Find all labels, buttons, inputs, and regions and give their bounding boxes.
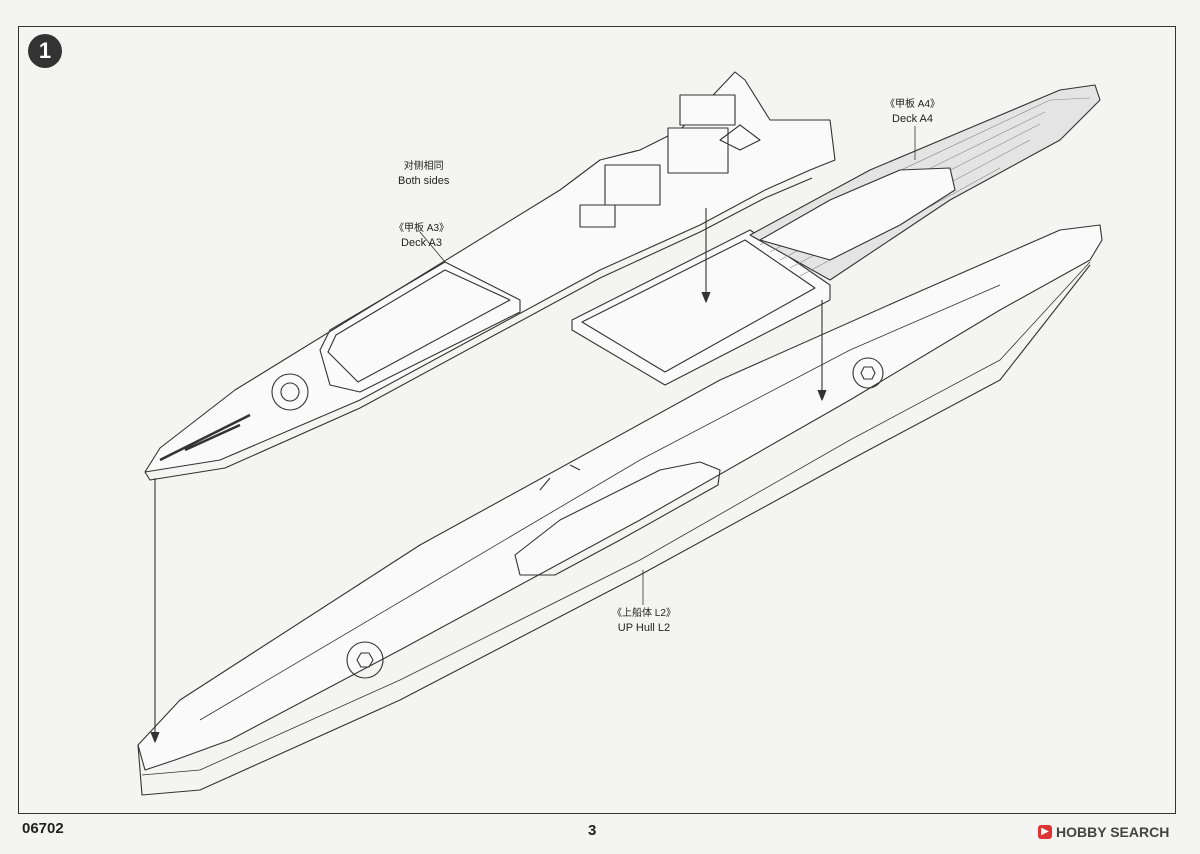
- step-number-badge: 1: [28, 34, 62, 68]
- page-frame: [18, 26, 1176, 814]
- product-code: 06702: [22, 820, 64, 837]
- deck-a3-label: 《甲板 A3》 Deck A3: [394, 222, 449, 250]
- assembly-arrows: [150, 126, 916, 743]
- deck-a4-part: [749, 84, 1101, 281]
- upper-hull-l2-part: [137, 224, 1103, 796]
- deck-a4-label: 《甲板 A4》 Deck A4: [885, 98, 940, 126]
- both-sides-label-en: Both sides: [398, 175, 450, 187]
- both-sides-label-cn: 对侧相同: [403, 161, 444, 172]
- up-hull-l2-label-en: UP Hull L2: [617, 622, 671, 634]
- up-hull-l2-label-cn: 《上船体 L2》: [612, 608, 676, 619]
- page-number: 3: [588, 822, 597, 839]
- watermark-text: HOBBY SEARCH: [1056, 824, 1170, 840]
- deck-a3-label-cn: 《甲板 A3》: [394, 223, 450, 234]
- both-sides-label: 对侧相同 Both sides: [398, 160, 449, 188]
- up-hull-l2-label: 《上船体 L2》 UP Hull L2: [612, 607, 676, 635]
- deck-a3-part: [144, 71, 836, 481]
- deck-a3-label-en: Deck A3: [401, 237, 442, 249]
- deck-a4-label-en: Deck A4: [892, 113, 933, 125]
- deck-frame-part: [571, 229, 831, 386]
- watermark: ▶ HOBBY SEARCH: [1038, 824, 1169, 840]
- logo-icon: ▶: [1038, 825, 1052, 839]
- deck-a4-label-cn: 《甲板 A4》: [885, 99, 941, 110]
